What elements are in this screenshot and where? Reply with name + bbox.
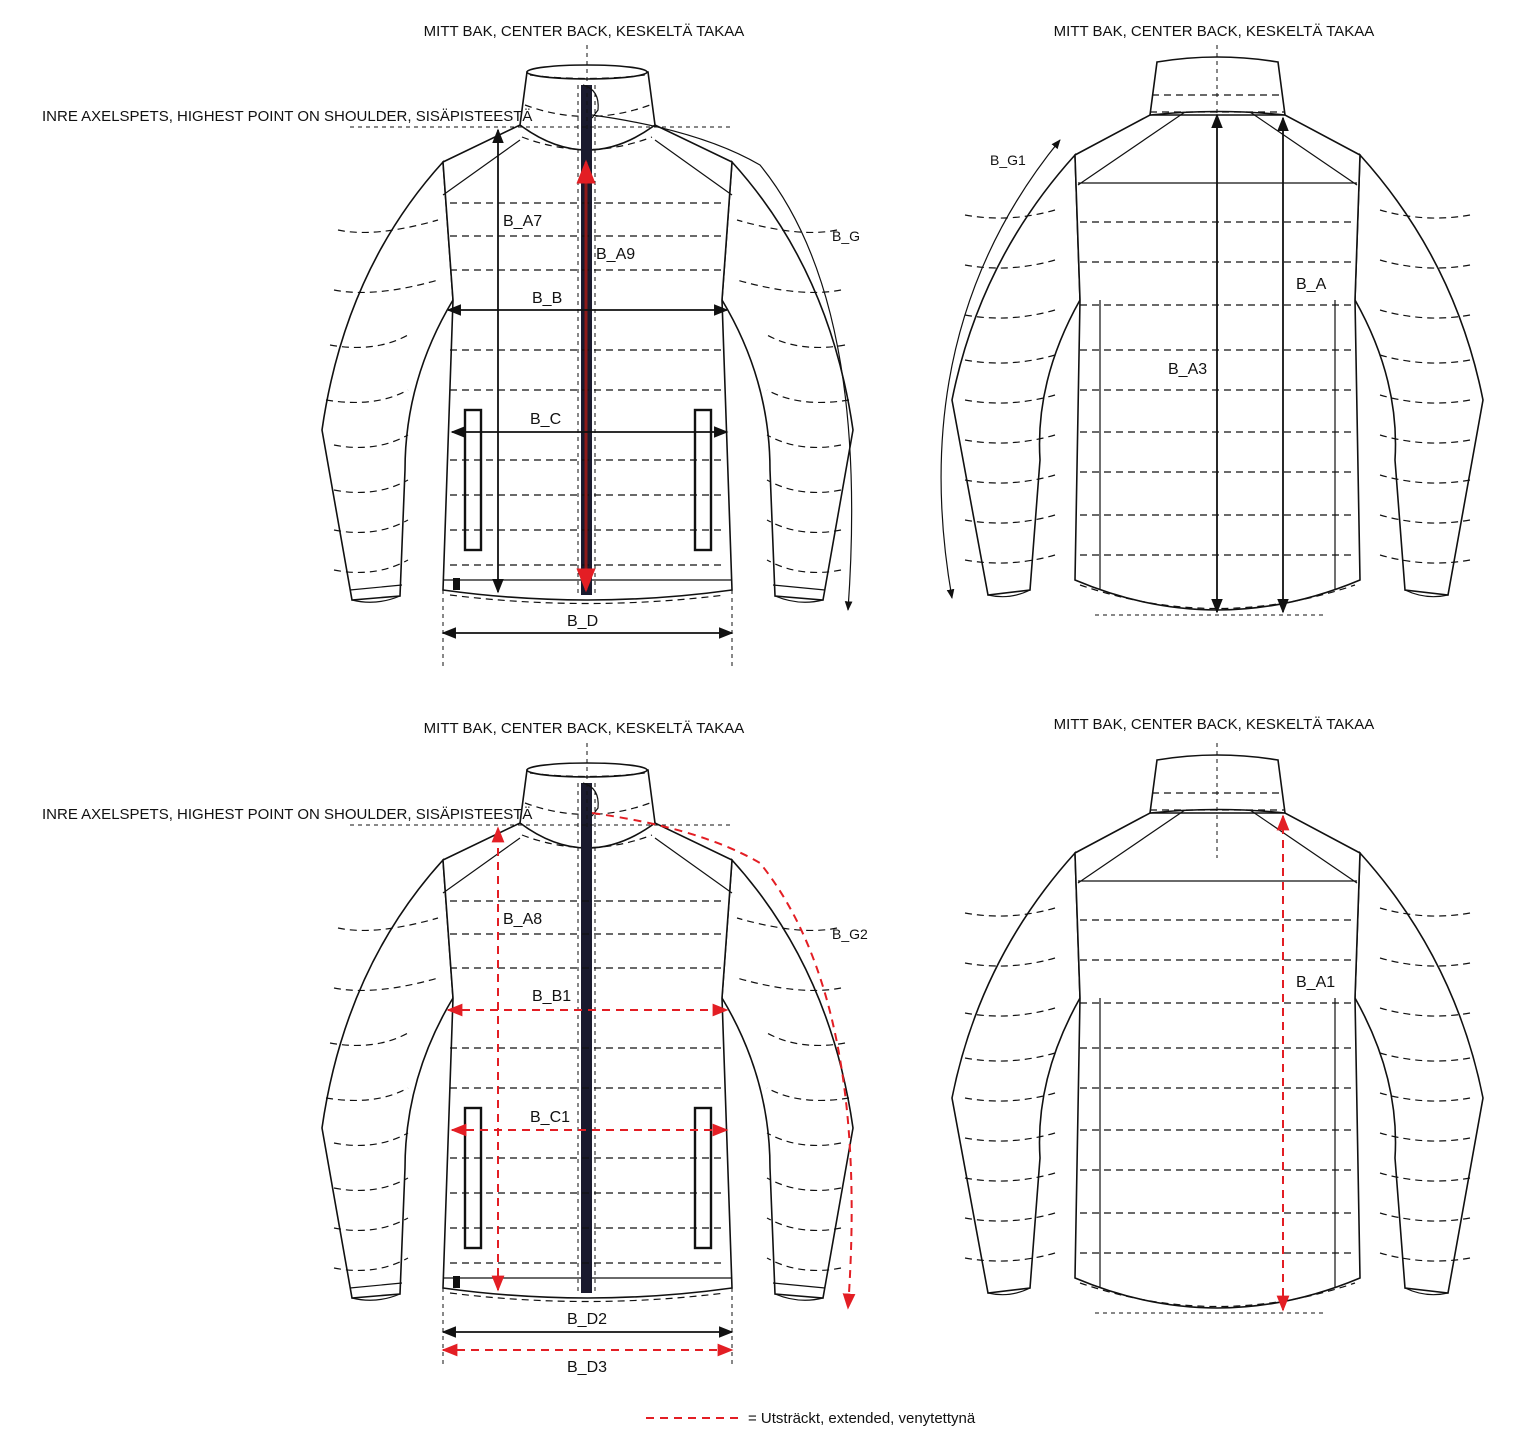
label-b-c1: B_C1 — [530, 1109, 570, 1126]
header-back-bottom: MITT BAK, CENTER BACK, KESKELTÄ TAKAA — [1054, 716, 1375, 733]
label-b-a8: B_A8 — [503, 911, 542, 928]
legend-text: = Utsträckt, extended, venytettynä — [748, 1410, 976, 1427]
label-b-d2: B_D2 — [567, 1311, 607, 1328]
back-jacket-bottom — [951, 754, 1484, 1309]
label-b-g1: B_G1 — [990, 152, 1026, 168]
label-b-a9: B_A9 — [596, 246, 635, 263]
label-b-b: B_B — [532, 290, 562, 307]
shoulder-note-bottom: INRE AXELSPETS, HIGHEST POINT ON SHOULDE… — [42, 806, 532, 823]
label-b-d: B_D — [567, 613, 598, 630]
label-b-a1: B_A1 — [1296, 974, 1335, 991]
label-b-g2: B_G2 — [832, 926, 868, 942]
front-jacket-bottom — [320, 761, 855, 1303]
header-front-bottom: MITT BAK, CENTER BACK, KESKELTÄ TAKAA — [424, 720, 745, 737]
back-top-measurements: B_G1 B_A B_A3 — [940, 45, 1327, 616]
label-b-a7: B_A7 — [503, 213, 542, 230]
label-b-d3: B_D3 — [567, 1359, 607, 1376]
label-b-a3: B_A3 — [1168, 361, 1207, 378]
front-bottom-measurements: B_A8 B_B1 B_C1 B_D2 B_D3 B_G2 — [350, 743, 868, 1376]
label-b-g: B_G — [832, 228, 860, 244]
label-b-b1: B_B1 — [532, 988, 571, 1005]
label-b-c: B_C — [530, 411, 561, 428]
shoulder-note-top: INRE AXELSPETS, HIGHEST POINT ON SHOULDE… — [42, 108, 532, 125]
header-back-top: MITT BAK, CENTER BACK, KESKELTÄ TAKAA — [1054, 23, 1375, 40]
front-top-measurements: B_A7 B_A9 B_B B_C B_D B_G — [350, 45, 860, 668]
header-front-top: MITT BAK, CENTER BACK, KESKELTÄ TAKAA — [424, 23, 745, 40]
legend: = Utsträckt, extended, venytettynä — [646, 1410, 976, 1427]
back-bottom-measurements: B_A1 — [1095, 743, 1335, 1314]
label-b-a: B_A — [1296, 276, 1327, 293]
